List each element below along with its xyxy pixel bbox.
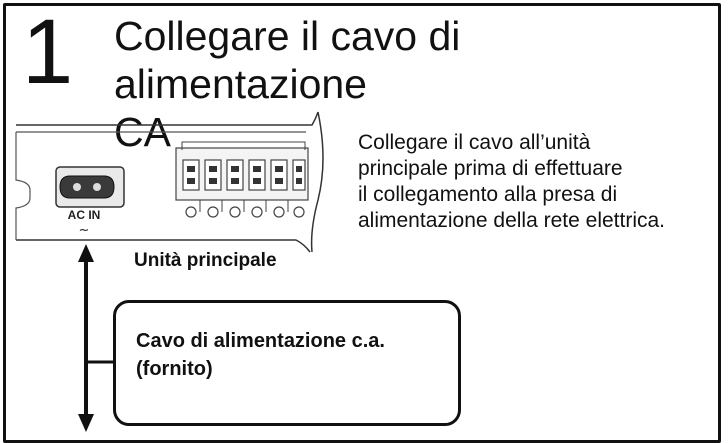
step-title: Collegare il cavo di alimentazione CA	[114, 12, 714, 156]
cable-label-line-1: Cavo di alimentazione c.a.	[136, 330, 385, 352]
ac-symbol: ~	[79, 223, 90, 238]
cable-label-line-2: (fornito)	[136, 358, 213, 380]
step-number: 1	[22, 1, 74, 103]
power-cable-arrow	[78, 244, 116, 432]
description-line-4: alimentazione della rete elettrica.	[358, 209, 666, 232]
ac-in-socket-icon	[55, 166, 125, 208]
description-line-3: il collegamento alla presa di	[358, 183, 618, 206]
description-line-1: Collegare il cavo all’unità	[358, 131, 591, 154]
ac-in-port-label: AC IN	[68, 208, 101, 222]
step-title-line-1: Collegare il cavo di alimentazione	[114, 13, 461, 107]
step-description: Collegare il cavo all’unità principale p…	[358, 130, 718, 234]
connection-diagram: AC IN ~	[15, 111, 324, 432]
main-unit-illustration	[15, 111, 324, 253]
description-line-2: principale prima di effettuare	[358, 157, 623, 180]
main-unit-label: Unità principale	[134, 250, 277, 271]
power-cable-callout: Cavo di alimentazione c.a. (fornito)	[113, 300, 461, 426]
